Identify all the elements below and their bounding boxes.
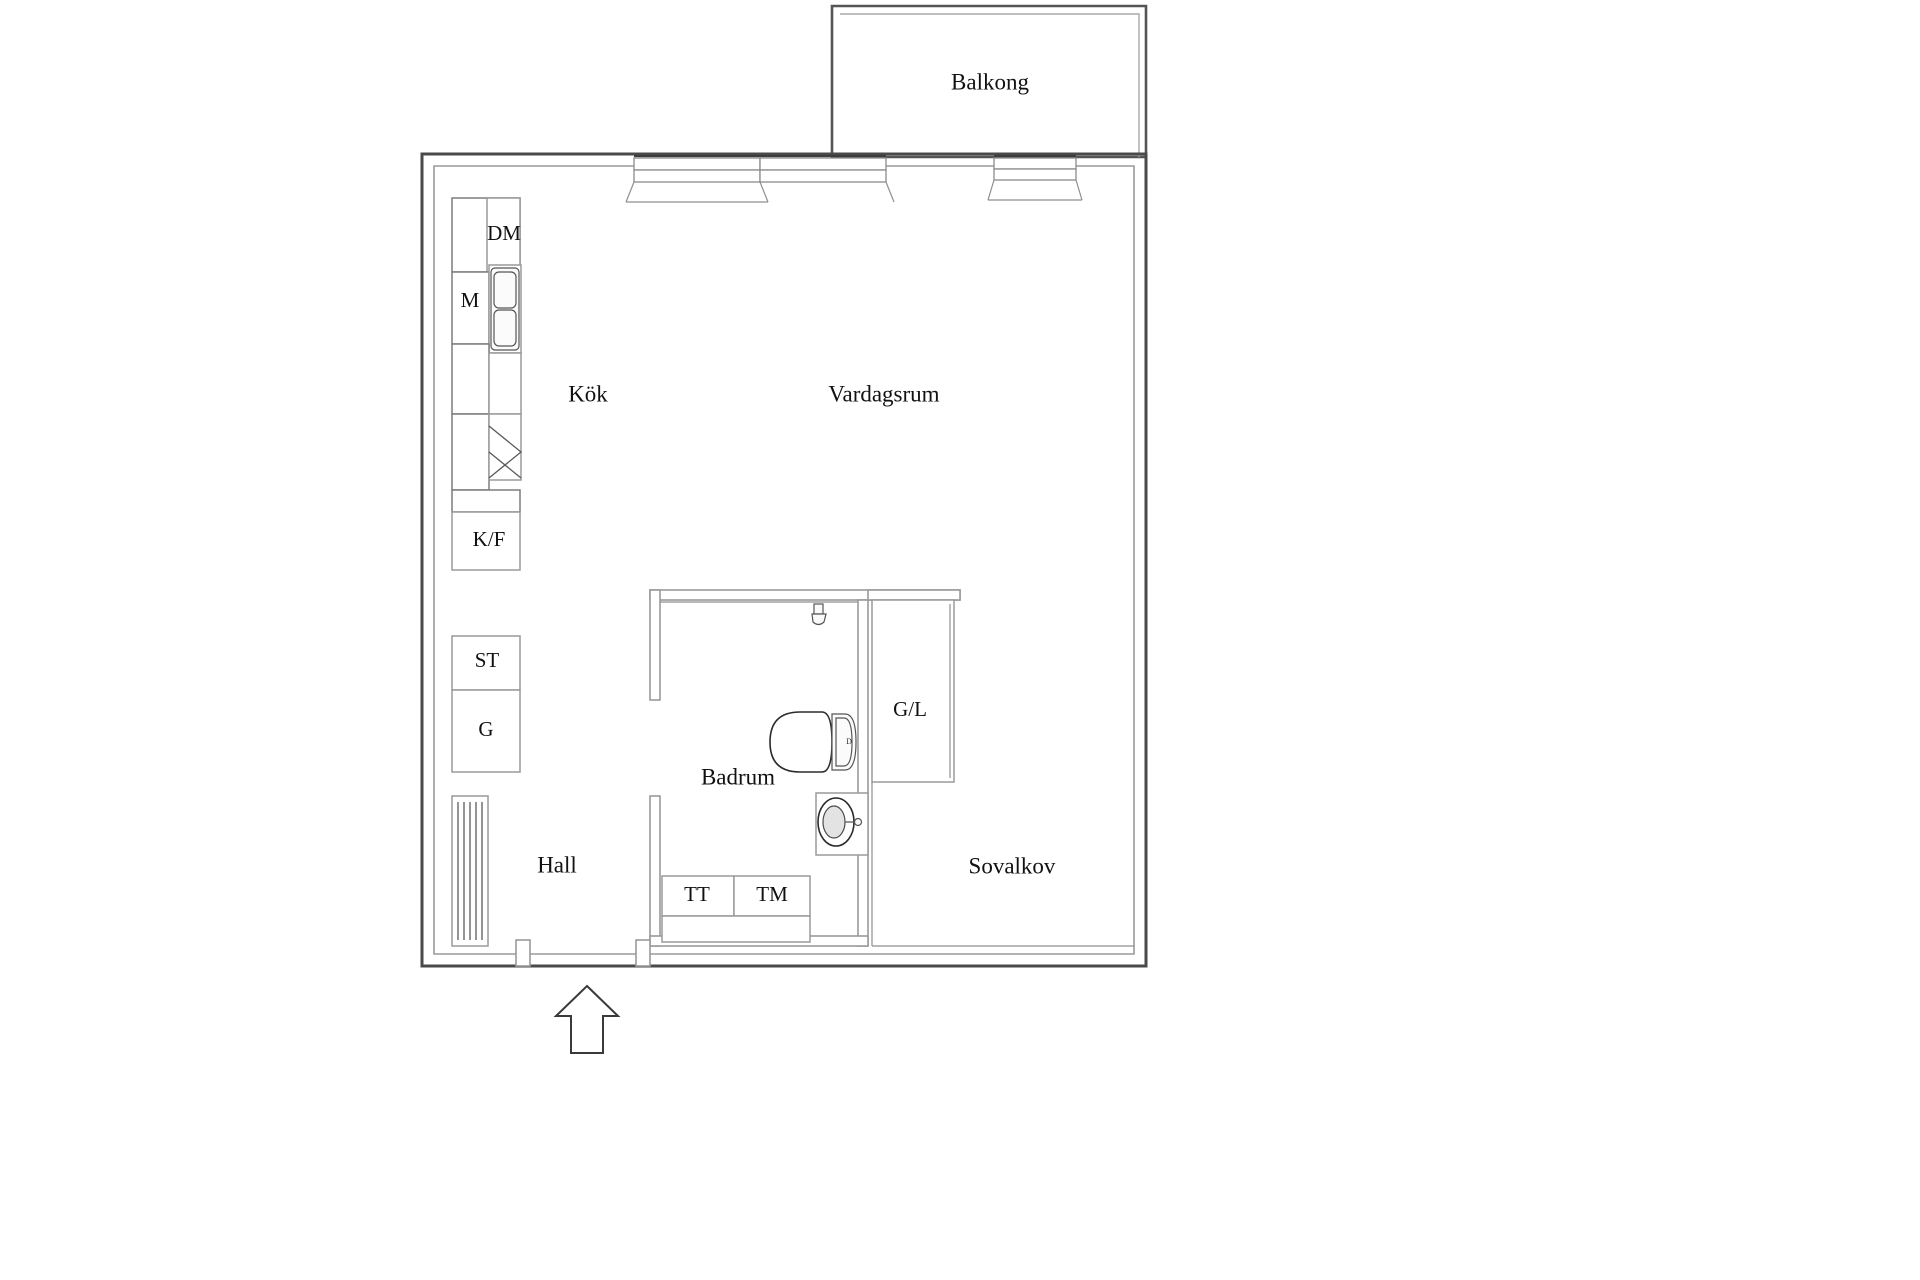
stove-body (488, 413, 522, 481)
balcony-inner-line (840, 13, 1140, 157)
sovalkov-group: Sovalkov (871, 782, 1134, 947)
inner-wall-face (433, 165, 1135, 955)
room-label-badrum: Badrum (701, 764, 775, 789)
unit-label-gl: G/L (893, 697, 927, 721)
outer-wall-path (420, 152, 1148, 968)
unit-label-kf: K/F (473, 527, 506, 551)
sink-icon (490, 267, 520, 351)
entry-jamb-left (515, 939, 531, 967)
bathroom-wall-left-lower (649, 795, 661, 947)
balcony-door-reveal-left (625, 181, 635, 203)
toilet-flush-mark: D (846, 737, 852, 746)
window-right-reveal-left (987, 179, 995, 201)
window-right-sash-1 (993, 157, 1077, 170)
balcony-door-sash-4 (759, 169, 887, 183)
apartment-outer-walls (420, 152, 1148, 968)
window-right-sash-2 (993, 168, 1077, 181)
entry-jamb-right (635, 939, 651, 967)
stove-burner-mark-2 (488, 451, 522, 479)
unit-label-m: M (461, 288, 480, 312)
opening-balcony-door (625, 154, 895, 203)
room-label-balkong: Balkong (951, 69, 1029, 94)
room-label-hall: Hall (537, 852, 577, 877)
wardrobe-gl-group: G/L (867, 589, 961, 783)
kitchen-run-end (451, 489, 521, 513)
laundry-bench (661, 915, 811, 943)
bathroom-wall-right (857, 599, 869, 947)
balcony-door-reveal-right (759, 181, 769, 203)
unit-label-g: G (478, 717, 493, 741)
washbasin-tap-knob (853, 817, 863, 827)
wardrobe-gl-body (871, 599, 955, 783)
cabinet-g (451, 689, 521, 773)
shower-stem (813, 603, 824, 615)
toilet-bowl (769, 711, 833, 773)
sink-bowl-1 (493, 271, 517, 309)
stove-burner-mark-1 (488, 425, 523, 479)
washbasin-icon (815, 792, 869, 856)
cabinet-kf (451, 511, 521, 571)
sink-bowl-2 (493, 309, 517, 347)
kitchen-base-cabinet-1 (451, 343, 490, 415)
balcony-group: Balkong (830, 4, 1148, 159)
unit-label-st: ST (475, 648, 500, 672)
wardrobe-gl-top-rail (867, 589, 961, 601)
toilet-cistern-inner (835, 717, 853, 767)
shower-icon (811, 603, 827, 626)
radiator-fins (457, 802, 483, 940)
balcony-door-sash-1 (633, 157, 761, 171)
stove-icon (488, 413, 523, 481)
shower-head (811, 613, 827, 626)
entry-arrow-group (553, 984, 621, 1054)
room-label-vardagsrum: Vardagsrum (828, 381, 939, 406)
balcony-door-reveal-right-2 (885, 181, 895, 203)
kitchen-counter-mid (488, 352, 522, 415)
entry-door-group (515, 939, 651, 967)
opening-window-right (987, 154, 1083, 201)
window-right-reveal-right (1075, 179, 1083, 201)
unit-label-tm: TM (756, 882, 788, 906)
unit-label-tt: TT (684, 882, 710, 906)
room-label-sovalkov: Sovalkov (969, 853, 1056, 878)
balcony-door-sash-2 (633, 169, 761, 183)
washbasin-basin (822, 805, 846, 839)
balcony-door-sash-3 (759, 157, 887, 171)
unit-label-dm: DM (487, 221, 521, 245)
hall-storage-group: ST G (451, 635, 521, 773)
laundry-appliances: TT TM (661, 875, 811, 943)
cabinet-m (451, 271, 490, 345)
cabinet-dm (486, 197, 521, 273)
kitchen-base-cabinet-2 (451, 413, 490, 491)
bathroom-wall-left-upper (649, 589, 661, 701)
kitchen-cabinet-run: DM M K/F (451, 197, 523, 571)
toilet-icon: D (769, 711, 857, 773)
radiator-icon (451, 795, 489, 947)
room-label-kok: Kök (568, 381, 608, 406)
entry-arrow-icon (553, 984, 621, 1054)
